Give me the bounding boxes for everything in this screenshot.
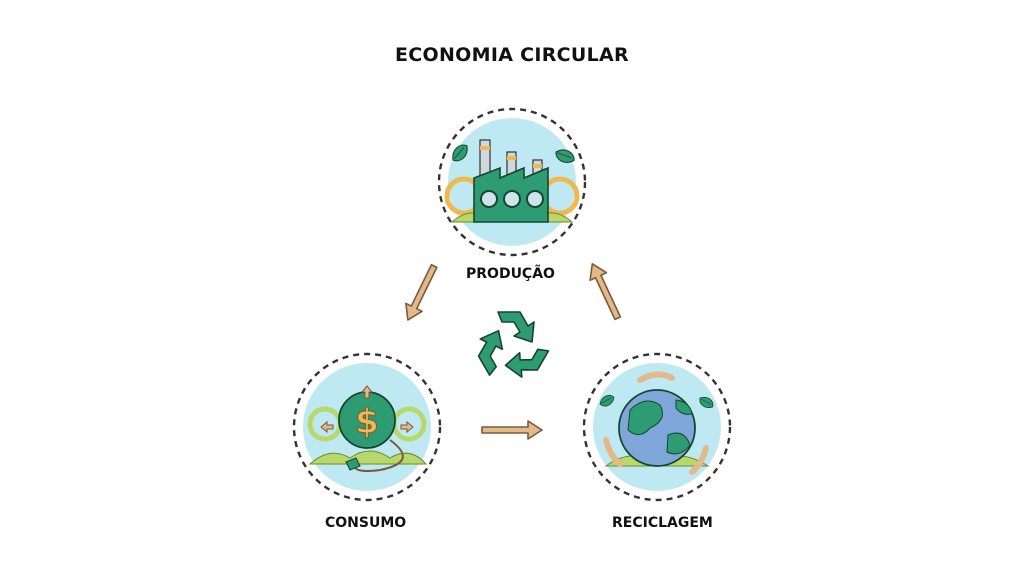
recycling-node bbox=[582, 352, 732, 502]
production-dashed-ring bbox=[437, 107, 587, 257]
globe-icon bbox=[597, 371, 716, 475]
arrow-consumption-to-recycling bbox=[481, 420, 543, 440]
factory-icon bbox=[444, 139, 580, 223]
consumption-node: $ bbox=[292, 352, 442, 502]
recycling-dashed-ring bbox=[582, 352, 732, 502]
consumption-dashed-ring bbox=[292, 352, 442, 502]
node-label-recycling: RECICLAGEM bbox=[612, 515, 713, 531]
recycle-icon bbox=[470, 311, 550, 383]
production-node bbox=[437, 107, 587, 257]
arrow-recycling-to-production bbox=[583, 259, 627, 323]
node-label-production: PRODUÇÃO bbox=[466, 266, 555, 282]
arrow-production-to-consumption bbox=[398, 261, 444, 325]
svg-text:$: $ bbox=[355, 402, 379, 442]
money-bag-icon: $ bbox=[307, 385, 428, 472]
diagram-title: ECONOMIA CIRCULAR bbox=[395, 44, 629, 66]
node-label-consumption: CONSUMO bbox=[325, 515, 407, 531]
